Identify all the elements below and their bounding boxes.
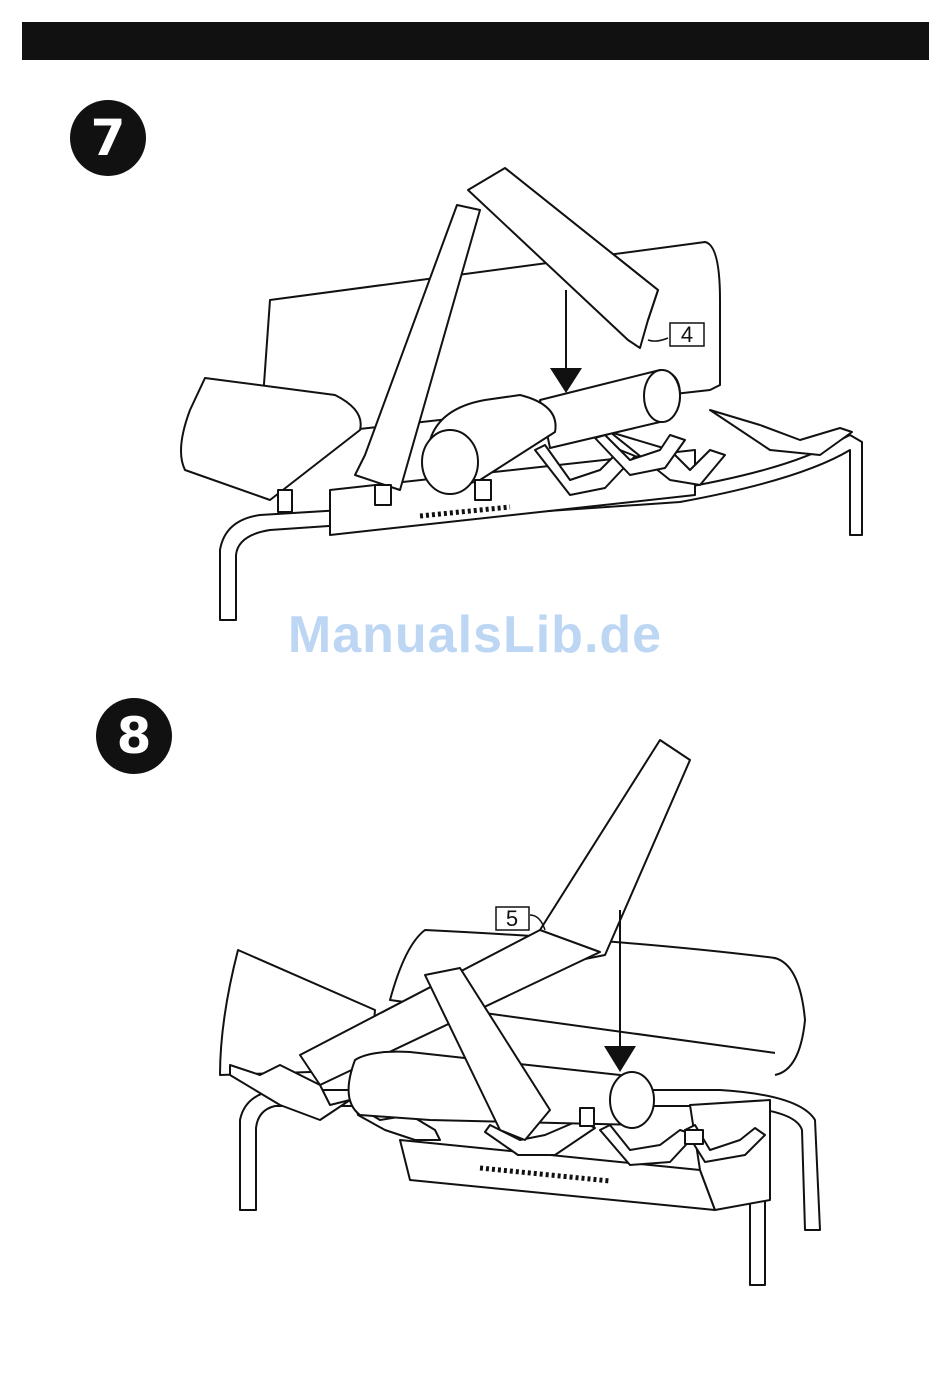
step-7-illustration: 4 [150,150,880,630]
watermark-text: ManualsLib.de [0,605,950,665]
part-label-4: 4 [681,322,693,347]
header-bar [22,22,929,60]
fireplace-log-assembly-diagram: 4 [150,150,880,630]
part-label-5: 5 [506,906,518,931]
step-8-illustration: 5 [200,730,840,1290]
step-number-badge: 7 [70,100,146,176]
step-number-badge: 8 [96,698,172,774]
fireplace-log-assembly-diagram: 5 [200,730,840,1290]
